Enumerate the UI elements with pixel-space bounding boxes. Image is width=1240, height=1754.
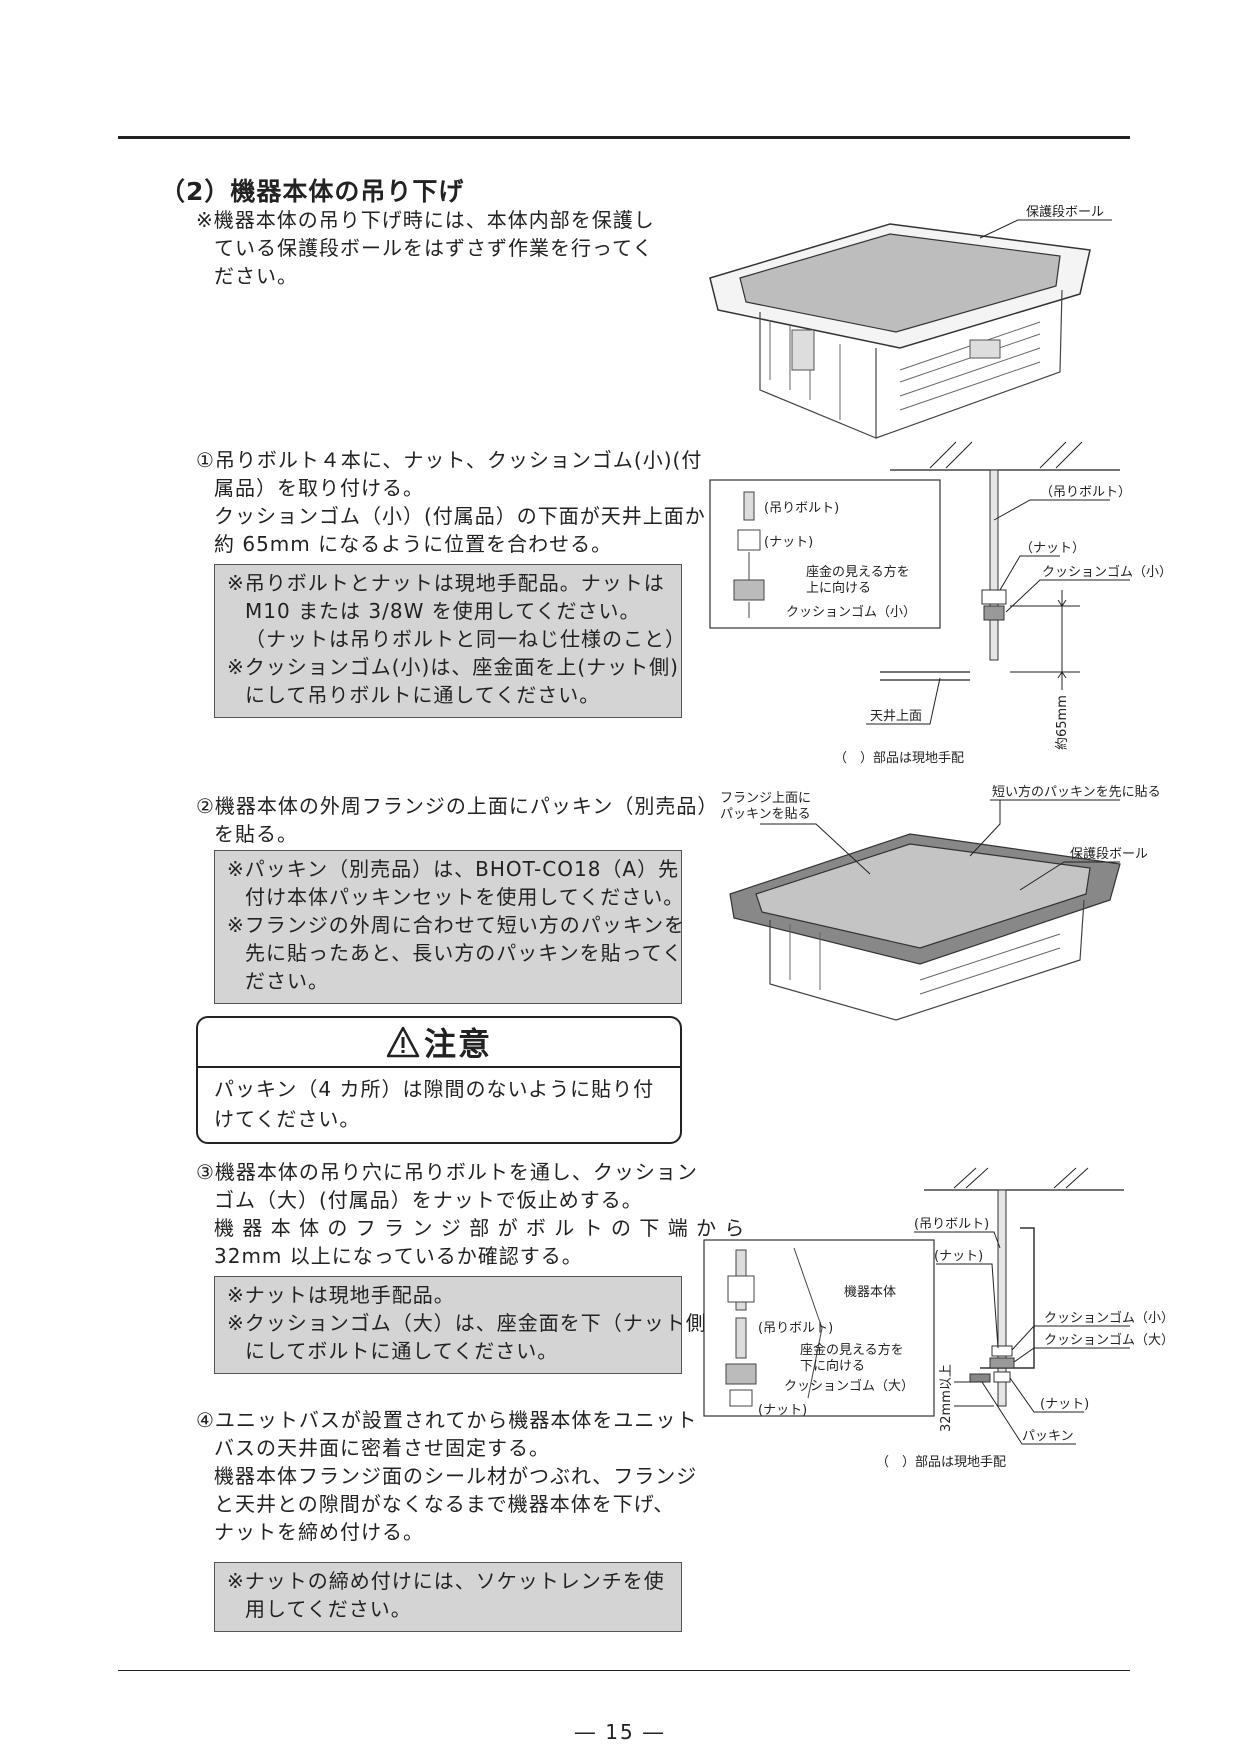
svg-text:下に向ける: 下に向ける	[800, 1358, 865, 1374]
fig2-footnote: （ ）部品は現地手配	[834, 751, 964, 766]
figure-flange-packing: フランジ上面に パッキンを貼る 短い方のパッキンを先に貼る 保護段ボール	[720, 784, 1161, 1021]
svg-text:(ナット): (ナット)	[934, 1249, 983, 1264]
step-1-text: ①吊りボルト４本に、ナット、クッションゴム(小)(付 属品）を取り付ける。 クッ…	[196, 448, 727, 556]
svg-text:(吊りボルト): (吊りボルト)	[764, 501, 839, 516]
figure-bolt-detail: 約65mm (吊りボルト) (ナット) 座金の見える方を 上に向ける クッション…	[709, 441, 1172, 766]
svg-text:短い方のパッキンを先に貼る: 短い方のパッキンを先に貼る	[992, 784, 1161, 800]
step-3-text: ③機器本体の吊り穴に吊りボルトを通し、クッション ゴム（大）(付属品）をナットで…	[196, 1160, 746, 1268]
page-number: ― 15 ―	[574, 1720, 666, 1744]
section-heading: （2）機器本体の吊り下げ	[160, 177, 465, 206]
svg-text:クッションゴム（小）: クッションゴム（小）	[786, 604, 916, 620]
svg-text:クッションゴム（大）: クッションゴム（大）	[1044, 1332, 1174, 1348]
step-4-note: ※ナットの締め付けには、ソケットレンチを使 用してください。	[214, 1562, 682, 1632]
fig2-nut: （ナット）	[1020, 541, 1085, 556]
figure-nut-cushion-detail: 32mm以上 機器本体 (吊りボルト) 座金の見える方を 下に向ける クッション…	[703, 1167, 1174, 1470]
svg-text:32mm以上: 32mm以上	[939, 1364, 954, 1432]
step-1-note: ※吊りボルトとナットは現地手配品。ナットは M10 または 3/8W を使用して…	[214, 564, 685, 718]
svg-text:(吊りボルト): (吊りボルト)	[758, 1321, 833, 1336]
svg-text:(ナット): (ナット)	[1040, 1397, 1089, 1412]
svg-text:(ナット): (ナット)	[764, 535, 813, 550]
caution-title: 注意	[423, 1025, 492, 1063]
svg-text:クッションゴム（小）: クッションゴム（小）	[1044, 1310, 1174, 1326]
fig1-label-cardboard: 保護段ボール	[1026, 204, 1104, 220]
fig2-bolt: （吊りボルト）	[1040, 485, 1131, 500]
caution-header: 注意	[198, 1018, 680, 1068]
svg-text:上に向ける: 上に向ける	[806, 580, 871, 596]
step-2-text: ②機器本体の外周フランジの上面にパッキン（別売品） を貼る。	[196, 794, 719, 846]
svg-text:パッキンを貼る: パッキンを貼る	[720, 807, 811, 822]
svg-text:座金の見える方を: 座金の見える方を	[806, 564, 910, 580]
caution-box: 注意 パッキン（4 カ所）は隙間のないように貼り付 けてください。	[196, 1016, 682, 1144]
svg-text:パッキン: パッキン	[1022, 1429, 1074, 1444]
fig2-dim: 約65mm	[1055, 695, 1070, 750]
step-4-text: ④ユニットバスが設置されてから機器本体をユニット バスの天井面に密着させ固定する…	[196, 1408, 698, 1544]
warning-icon	[386, 1026, 420, 1058]
fig2-cushion: クッションゴム（小）	[1042, 564, 1172, 580]
svg-text:(ナット): (ナット)	[758, 1403, 807, 1418]
fig2-ceiling: 天井上面	[870, 709, 922, 724]
caution-body: パッキン（4 カ所）は隙間のないように貼り付 けてください。	[214, 1077, 655, 1131]
svg-text:フランジ上面に: フランジ上面に	[720, 791, 811, 806]
svg-text:機器本体: 機器本体	[844, 1285, 896, 1300]
svg-text:保護段ボール: 保護段ボール	[1070, 846, 1148, 862]
figure-unit-with-cardboard: 保護段ボール	[709, 204, 1112, 439]
svg-text:(吊りボルト): (吊りボルト)	[914, 1217, 989, 1232]
bottom-rule	[118, 1670, 1130, 1671]
svg-text:（ ）部品は現地手配: （ ）部品は現地手配	[876, 1455, 1006, 1470]
step-3-note: ※ナットは現地手配品。 ※クッションゴム（大）は、座金面を下（ナット側） にして…	[214, 1276, 727, 1374]
step-2-note: ※パッキン（別売品）は、BHOT-CO18（A）先 付け本体パッキンセットを使用…	[214, 850, 684, 1004]
svg-text:座金の見える方を: 座金の見える方を	[800, 1342, 904, 1358]
svg-text:クッションゴム（大）: クッションゴム（大）	[784, 1378, 914, 1394]
top-rule	[118, 136, 1130, 139]
intro-note: ※機器本体の吊り下げ時には、本体内部を保護し ている保護段ボールをはずさず作業を…	[196, 208, 655, 288]
